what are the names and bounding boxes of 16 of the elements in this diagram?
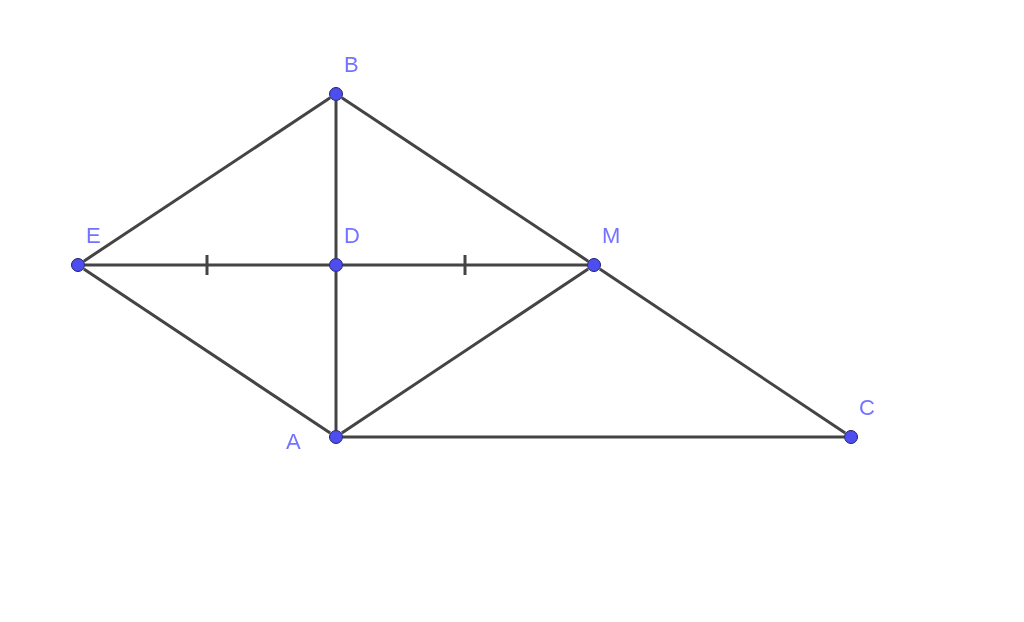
line-segment <box>83 267 331 435</box>
line-segment <box>343 263 587 267</box>
point-label: A <box>286 431 301 453</box>
line-segment <box>599 267 846 435</box>
line-segment <box>341 267 589 435</box>
line-segment <box>334 272 338 430</box>
line-segment <box>83 96 331 263</box>
point-label: C <box>859 397 875 419</box>
line-segment <box>85 263 329 267</box>
point-label: D <box>344 225 360 247</box>
line-segment <box>341 96 589 263</box>
point-label: E <box>86 225 101 247</box>
point-label: B <box>344 54 359 76</box>
line-segment <box>334 101 338 258</box>
point-label: M <box>602 225 621 247</box>
line-segment <box>343 435 844 439</box>
